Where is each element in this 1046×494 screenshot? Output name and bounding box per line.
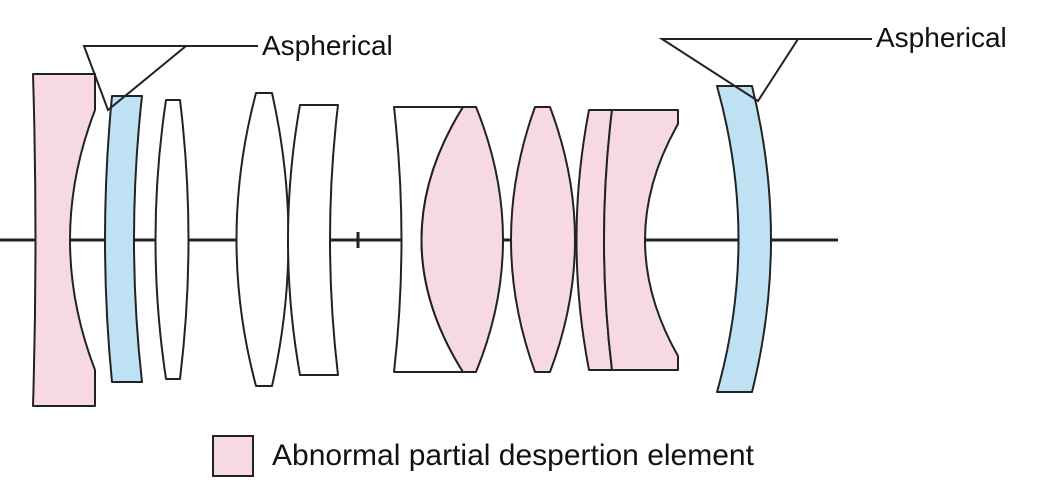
aspherical-label-right: Aspherical: [876, 22, 1007, 53]
lens-element-2-aspherical: [104, 95, 143, 383]
lens-element-5: [287, 104, 339, 376]
lens-element-8: [510, 106, 576, 373]
legend-swatch-abnormal: [212, 435, 254, 477]
legend-label: Abnormal partial despertion element: [272, 439, 754, 472]
lens-element-7: [420, 106, 504, 373]
lens-element-11-aspherical: [716, 85, 772, 393]
lens-element-1: [32, 73, 96, 407]
lens-element-10: [603, 109, 679, 371]
aspherical-label-left: Aspherical: [262, 30, 393, 61]
aspherical-callout-left-pointer: [82, 45, 189, 112]
lens-element-3: [154, 99, 190, 380]
lens-element-4: [235, 92, 290, 387]
aspherical-callout-right-pointer: [658, 38, 800, 103]
